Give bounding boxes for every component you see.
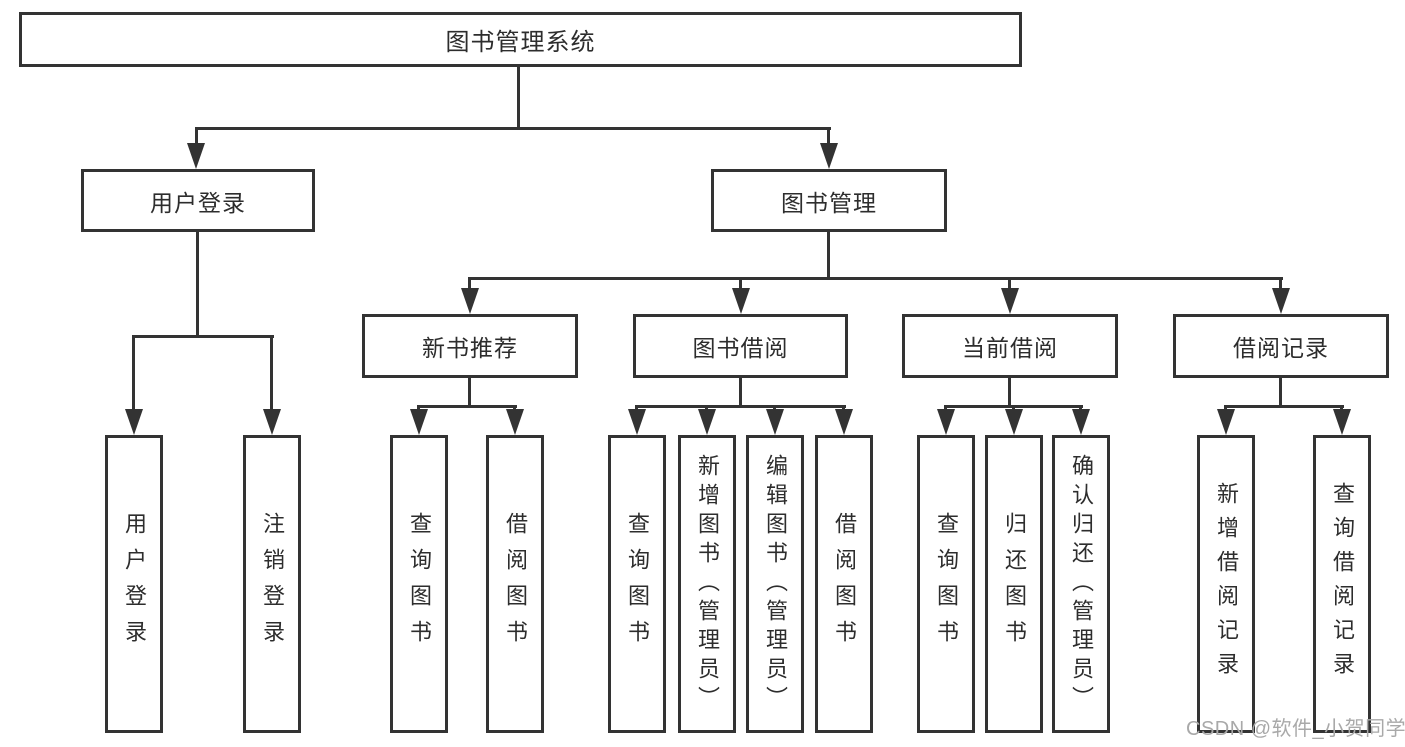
leaf-query-books-borrow-label: 查询图书	[625, 512, 650, 656]
group-book-borrow-box: 图书借阅	[633, 314, 848, 378]
csdn-watermark: CSDN @软件_小贺同学	[1186, 718, 1405, 740]
branch-user-login-label: 用户登录	[150, 189, 246, 216]
connector-line	[468, 277, 1283, 280]
leaf-query-books-recommend-box: 查询图书	[390, 435, 448, 733]
arrowhead-down-icon	[125, 409, 143, 435]
leaf-borrow-books-recommend-label: 借阅图书	[503, 512, 528, 656]
group-book-borrow-label: 图书借阅	[692, 335, 789, 361]
arrowhead-down-icon	[461, 288, 479, 314]
leaf-logout-label: 注销登录	[260, 512, 285, 656]
leaf-borrow-books-label: 借阅图书	[832, 512, 857, 656]
leaf-add-borrow-record-box: 新增借阅记录	[1197, 435, 1255, 733]
group-borrow-record-box: 借阅记录	[1173, 314, 1389, 378]
root-box-library-system: 图书管理系统	[19, 12, 1022, 67]
arrowhead-down-icon	[263, 409, 281, 435]
leaf-query-books-current-box: 查询图书	[917, 435, 975, 733]
connector-line	[468, 378, 471, 408]
connector-line	[468, 277, 471, 292]
leaf-user-login-box: 用户登录	[105, 435, 163, 733]
leaf-query-books-current-label: 查询图书	[934, 512, 959, 656]
arrowhead-down-icon	[187, 143, 205, 169]
arrowhead-down-icon	[1217, 409, 1235, 435]
connector-line	[196, 232, 199, 338]
connector-line	[417, 405, 517, 408]
group-borrow-record-label: 借阅记录	[1233, 335, 1329, 361]
leaf-confirm-return-admin-box: 确认归还（管理员）	[1052, 435, 1110, 733]
arrowhead-down-icon	[820, 143, 838, 169]
leaf-edit-books-admin-label: 编辑图书（管理员）	[763, 453, 788, 715]
connector-line	[132, 335, 274, 338]
connector-line	[1279, 378, 1282, 408]
connector-line	[827, 232, 830, 280]
root-box-label: 图书管理系统	[445, 29, 596, 56]
arrowhead-down-icon	[766, 409, 784, 435]
connector-line	[739, 378, 742, 408]
branch-user-login-box: 用户登录	[81, 169, 315, 232]
connector-line	[739, 277, 742, 292]
connector-line	[132, 335, 135, 413]
leaf-return-books-box: 归还图书	[985, 435, 1043, 733]
leaf-borrow-books-box: 借阅图书	[815, 435, 873, 733]
branch-book-management-box: 图书管理	[711, 169, 947, 232]
connector-line	[827, 127, 830, 149]
connector-line	[195, 127, 198, 149]
connector-line	[1279, 277, 1282, 292]
group-new-book-recommend-box: 新书推荐	[362, 314, 578, 378]
leaf-confirm-return-admin-label: 确认归还（管理员）	[1069, 453, 1094, 715]
arrowhead-down-icon	[835, 409, 853, 435]
arrowhead-down-icon	[506, 409, 524, 435]
arrowhead-down-icon	[1272, 288, 1290, 314]
leaf-query-books-borrow-box: 查询图书	[608, 435, 666, 733]
leaf-add-books-admin-label: 新增图书（管理员）	[695, 453, 720, 715]
connector-line	[1008, 378, 1011, 408]
leaf-query-borrow-record-label: 查询借阅记录	[1330, 482, 1355, 686]
arrowhead-down-icon	[1072, 409, 1090, 435]
leaf-add-borrow-record-label: 新增借阅记录	[1214, 482, 1239, 686]
leaf-user-login-label: 用户登录	[122, 512, 147, 656]
connector-line	[270, 335, 273, 413]
arrowhead-down-icon	[410, 409, 428, 435]
arrowhead-down-icon	[732, 288, 750, 314]
connector-line	[195, 127, 831, 130]
connector-line	[1224, 405, 1344, 408]
leaf-add-books-admin-box: 新增图书（管理员）	[678, 435, 736, 733]
group-current-borrow-label: 当前借阅	[962, 335, 1058, 361]
leaf-query-books-recommend-label: 查询图书	[407, 512, 432, 656]
leaf-query-borrow-record-box: 查询借阅记录	[1313, 435, 1371, 733]
branch-book-management-label: 图书管理	[781, 189, 877, 216]
arrowhead-down-icon	[1001, 288, 1019, 314]
connector-line	[517, 67, 520, 130]
leaf-edit-books-admin-box: 编辑图书（管理员）	[746, 435, 804, 733]
arrowhead-down-icon	[1005, 409, 1023, 435]
group-current-borrow-box: 当前借阅	[902, 314, 1118, 378]
connector-line	[635, 405, 846, 408]
arrowhead-down-icon	[698, 409, 716, 435]
arrowhead-down-icon	[937, 409, 955, 435]
arrowhead-down-icon	[628, 409, 646, 435]
leaf-logout-box: 注销登录	[243, 435, 301, 733]
leaf-borrow-books-recommend-box: 借阅图书	[486, 435, 544, 733]
connector-line	[1008, 277, 1011, 292]
arrowhead-down-icon	[1333, 409, 1351, 435]
leaf-return-books-label: 归还图书	[1002, 512, 1027, 656]
group-new-book-recommend-label: 新书推荐	[422, 335, 518, 361]
